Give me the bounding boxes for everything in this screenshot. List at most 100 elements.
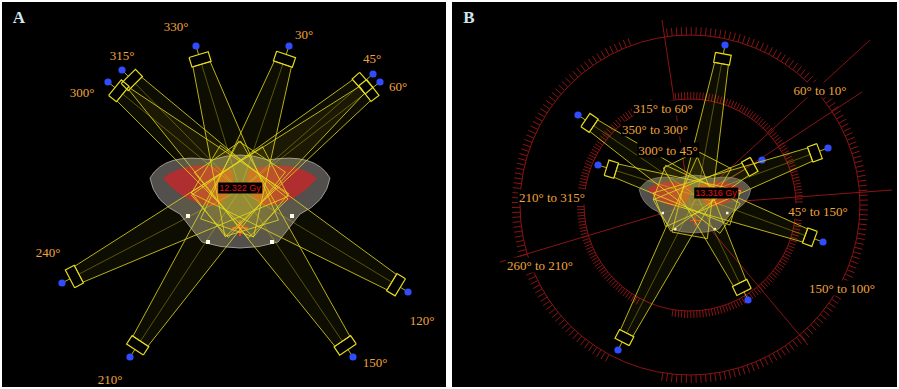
arc-tick	[733, 33, 735, 41]
arc-tick	[584, 62, 589, 68]
arc-tick	[579, 224, 586, 225]
angle-label: 300°	[69, 85, 96, 100]
arc-tick	[513, 183, 521, 184]
arc-tick	[573, 71, 578, 77]
arc-tick	[855, 247, 863, 249]
arc-tick	[586, 247, 592, 250]
arc-tick	[726, 99, 728, 106]
arc-tick	[589, 252, 595, 255]
arc-tick	[804, 331, 809, 337]
arc-tick	[773, 271, 778, 275]
arc-tick	[577, 68, 582, 74]
arc-tick	[512, 212, 520, 213]
source-dot	[614, 346, 621, 353]
arc-tick	[696, 92, 697, 99]
source-dot	[104, 78, 111, 85]
arc-tick	[804, 73, 809, 79]
arc-tick	[761, 121, 766, 126]
source-dot	[721, 41, 728, 48]
arc-tick	[729, 371, 731, 379]
arc-tick	[577, 206, 584, 207]
arc-tick	[686, 375, 687, 383]
arc-tick	[700, 375, 702, 383]
arc-tick	[531, 281, 538, 285]
arc-tick	[781, 349, 785, 356]
arc-tick	[699, 92, 701, 99]
arc-tick	[847, 137, 854, 140]
arc-tick	[691, 375, 692, 383]
arc-tick	[587, 249, 593, 252]
arc-tick	[684, 311, 685, 318]
angle-label: 330°	[163, 19, 190, 34]
arc-tick	[540, 297, 547, 301]
arc-tick	[781, 55, 785, 62]
arc-tick	[728, 304, 731, 311]
arc-tick	[623, 40, 626, 47]
arc-tick	[739, 299, 742, 305]
angle-label: 45° to 150°	[787, 204, 849, 219]
arc-tick	[583, 169, 590, 171]
arc-tick	[597, 141, 603, 145]
arc-tick	[856, 243, 864, 245]
arc-tick	[756, 362, 759, 369]
arc-tick	[555, 316, 561, 321]
arc-tick	[526, 135, 533, 138]
arc-tick	[604, 274, 609, 279]
angle-label: 150°	[362, 355, 389, 370]
arc-tick	[711, 309, 712, 316]
arc-tick	[573, 333, 578, 339]
arc-tick	[678, 310, 680, 317]
angle-label: 315°	[109, 48, 136, 63]
arc-tick	[696, 311, 697, 318]
arc-tick	[687, 311, 688, 318]
arc-tick	[777, 266, 783, 270]
arc-tick	[702, 93, 704, 100]
arc-tick	[765, 280, 770, 285]
arc-tick	[781, 259, 787, 263]
panel-background	[2, 2, 446, 387]
arc-tick	[540, 109, 547, 113]
arc-tick	[773, 50, 777, 57]
angle-label: 60° to 10°	[792, 83, 847, 98]
arc-tick	[723, 306, 725, 313]
arc-tick	[512, 207, 520, 208]
arc-tick	[559, 85, 565, 90]
arc-tick	[671, 374, 673, 382]
arc-tick	[686, 27, 687, 35]
arc-tick	[681, 92, 683, 99]
arc-tick	[616, 285, 621, 290]
arc-tick	[785, 346, 789, 353]
arc-tick	[855, 161, 863, 163]
arc-tick	[549, 96, 555, 101]
beam-field	[620, 152, 731, 336]
arc-tick	[678, 93, 680, 100]
arc-tick	[514, 178, 522, 179]
arc-tick	[858, 180, 866, 181]
arc-tick	[552, 312, 558, 317]
arc-tick	[543, 104, 550, 109]
arc-tick	[710, 28, 712, 36]
arc-tick	[800, 334, 805, 340]
arc-tick	[599, 267, 605, 271]
source-dot	[574, 111, 581, 118]
source-dot	[819, 238, 826, 245]
arc-tick	[771, 132, 776, 137]
arc-tick	[826, 307, 832, 312]
angle-label: 120°	[409, 313, 436, 328]
arc-tick	[759, 119, 764, 124]
arc-tick	[754, 289, 758, 295]
source-dot	[744, 296, 751, 303]
arc-tick	[565, 78, 571, 84]
arc-tick	[585, 163, 592, 166]
arc-tick	[858, 233, 866, 234]
arc-tick	[593, 146, 599, 150]
arc-tick	[535, 117, 542, 121]
arc-tick	[687, 92, 688, 99]
angle-label: 300° to 45°	[637, 143, 699, 158]
arc-tick	[724, 31, 726, 39]
arc-tick	[839, 119, 846, 123]
arc-tick	[565, 326, 571, 332]
arc-tick	[584, 166, 591, 168]
arc-tick	[518, 158, 526, 160]
arc-tick	[681, 311, 683, 318]
